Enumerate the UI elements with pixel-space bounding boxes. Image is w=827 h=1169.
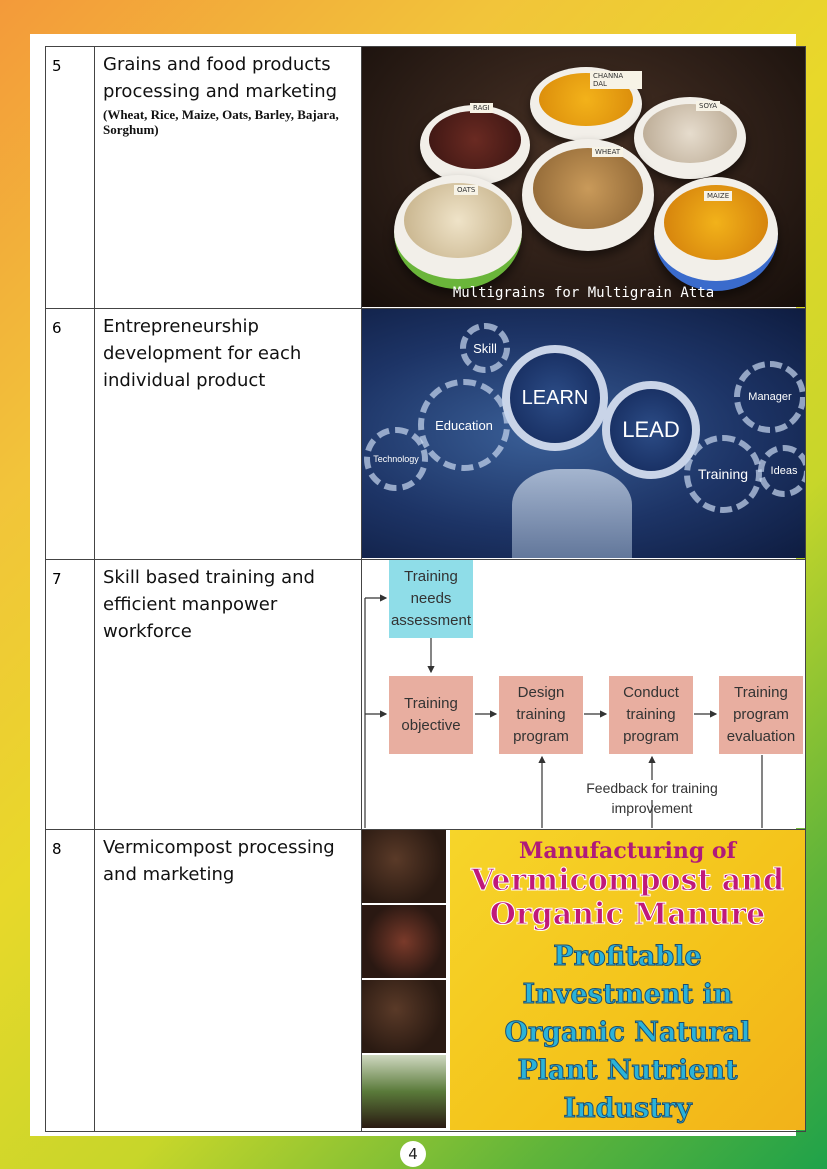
bowl: WHEAT [522, 139, 654, 251]
gear-icon: LEARN [502, 345, 608, 451]
flowchart-connectors [364, 594, 763, 828]
row-description: Skill based training and efficient manpo… [94, 559, 362, 830]
gear-icon: Education [418, 379, 510, 471]
learn-lead-image: Skill LEARN Education LEAD Manager Techn… [362, 309, 805, 558]
row-number: 7 [45, 559, 95, 830]
gear-icon: Skill [460, 323, 510, 373]
plant-photo [362, 1055, 446, 1128]
row-image-cell: Manufacturing of Vermicompost and Organi… [361, 829, 806, 1132]
bowl-label: OATS [454, 185, 479, 195]
soil-photo [362, 830, 446, 903]
worm-photo [362, 905, 446, 978]
table-row: 8 Vermicompost processing and marketing … [45, 829, 806, 1132]
row-number: 8 [45, 829, 95, 1132]
soil-photo [362, 980, 446, 1053]
poster-line: Organic Manure [489, 897, 766, 932]
table-row: 6 Entrepreneurship development for each … [45, 308, 806, 560]
vermicompost-poster: Manufacturing of Vermicompost and Organi… [450, 830, 805, 1130]
bowl-label: WHEAT [592, 147, 624, 157]
poster-line: Vermicompost and [471, 863, 785, 898]
grains-image: RAGI CHANNA DAL SOYA WHEAT OATS [362, 47, 805, 307]
bowl-label: CHANNA DAL [590, 71, 642, 89]
poster-line: Investment in [522, 979, 733, 1011]
hand-icon [512, 469, 632, 558]
thumbnail-strip [362, 830, 448, 1130]
row-title: Skill based training and efficient manpo… [103, 567, 315, 642]
row-description: Grains and food products processing and … [94, 46, 362, 309]
row-subtitle: (Wheat, Rice, Maize, Oats, Barley, Bajar… [103, 107, 339, 137]
image-caption: Multigrains for Multigrain Atta [452, 285, 715, 301]
flow-box-step: Design training program [499, 676, 583, 754]
row-description: Vermicompost processing and marketing [94, 829, 362, 1132]
poster-line: Plant Nutrient [517, 1055, 738, 1087]
bowl-label: RAGI [470, 103, 493, 113]
poster-line: Organic Natural [504, 1017, 751, 1049]
row-number: 5 [45, 46, 95, 309]
row-image-cell: Skill LEARN Education LEAD Manager Techn… [361, 308, 806, 560]
table-row: 5 Grains and food products processing an… [45, 46, 806, 309]
training-flowchart: Training needs assessment Training objec… [362, 560, 805, 828]
poster-line: Manufacturing of [519, 838, 736, 864]
vermicompost-image: Manufacturing of Vermicompost and Organi… [362, 830, 805, 1130]
page: 5 Grains and food products processing an… [30, 34, 806, 1136]
bowl-label: MAIZE [704, 191, 733, 201]
gear-icon: Manager [734, 361, 805, 433]
flow-box-step: Conduct training program [609, 676, 693, 754]
flow-box-step: Training objective [389, 676, 473, 754]
table-row: 7 Skill based training and efficient man… [45, 559, 806, 830]
bowl: SOYA [634, 97, 746, 179]
gear-icon: Ideas [758, 445, 805, 497]
bowl: RAGI [420, 103, 530, 185]
row-number: 6 [45, 308, 95, 560]
flow-box-step: Training program evaluation [719, 676, 803, 754]
content-table: 5 Grains and food products processing an… [45, 46, 806, 1132]
bowl: CHANNA DAL [530, 67, 642, 141]
gear-icon: Technology [364, 427, 428, 491]
bowl: MAIZE [654, 177, 778, 291]
gear-icon: LEAD [602, 381, 700, 479]
poster-line: Profitable [553, 941, 702, 973]
row-image-cell: Training needs assessment Training objec… [361, 559, 806, 830]
page-number: 4 [400, 1141, 426, 1167]
poster-line: Industry [563, 1093, 692, 1125]
row-image-cell: RAGI CHANNA DAL SOYA WHEAT OATS [361, 46, 806, 309]
feedback-label: Feedback for training improvement [586, 780, 718, 816]
row-title: Entrepreneurship development for each in… [103, 316, 302, 391]
gear-icon: Training [684, 435, 762, 513]
row-title: Vermicompost processing and marketing [103, 837, 335, 885]
row-title: Grains and food products processing and … [103, 54, 338, 102]
flow-box-assessment: Training needs assessment [389, 560, 473, 638]
row-description: Entrepreneurship development for each in… [94, 308, 362, 560]
bowl-label: SOYA [696, 101, 721, 111]
bowl: OATS [394, 175, 522, 289]
